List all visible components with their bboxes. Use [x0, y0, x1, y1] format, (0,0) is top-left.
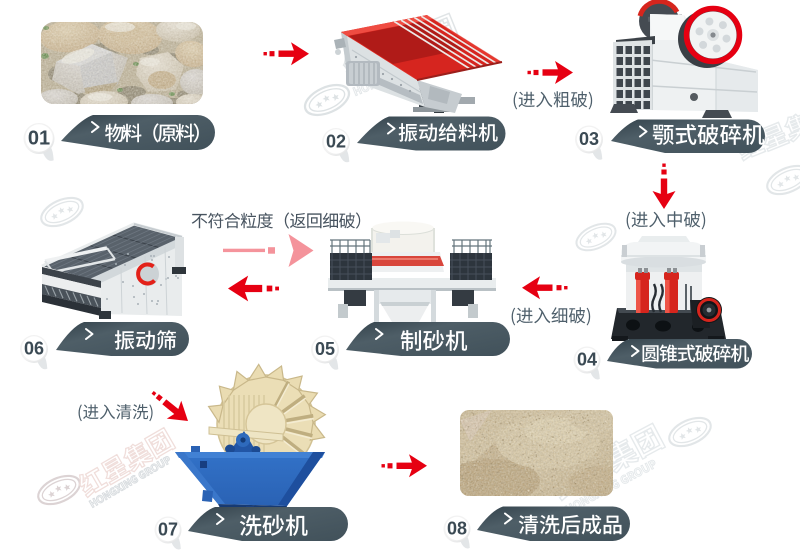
svg-text:04: 04 — [577, 349, 597, 369]
svg-text:07: 07 — [158, 519, 178, 539]
svg-text:05: 05 — [315, 339, 335, 359]
svg-text:01: 01 — [28, 127, 50, 149]
svg-text:06: 06 — [24, 338, 44, 358]
svg-text:03: 03 — [579, 129, 599, 149]
svg-text:02: 02 — [326, 131, 346, 151]
svg-text:08: 08 — [447, 518, 467, 538]
